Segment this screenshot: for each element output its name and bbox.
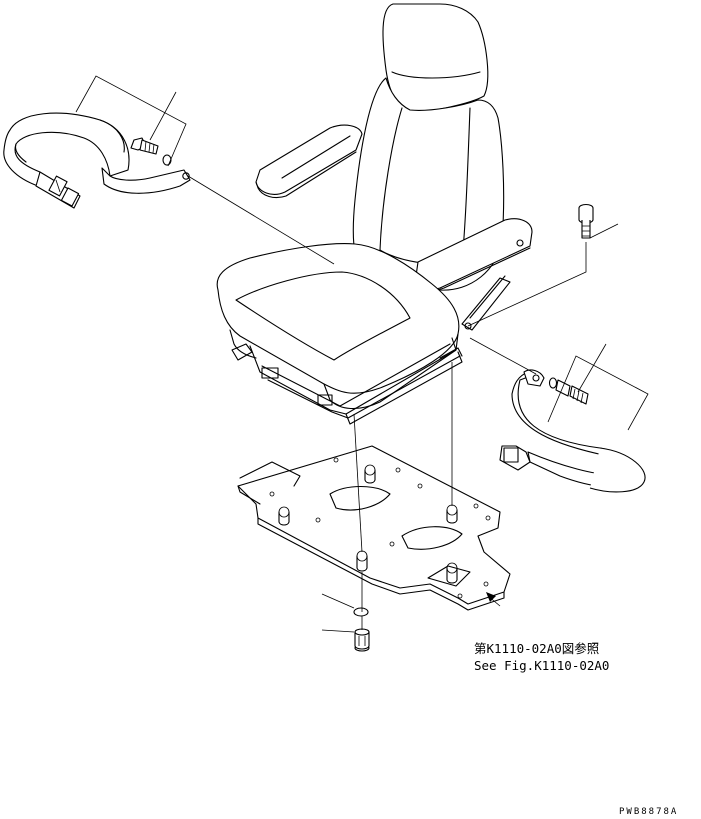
washer-bottom <box>353 607 369 617</box>
seat-belt-left <box>3 112 191 209</box>
bolt-bottom <box>354 628 370 652</box>
bolt-right <box>555 379 589 405</box>
bolt-armrest <box>578 203 594 239</box>
leader-lines <box>75 75 649 633</box>
operator-seat <box>216 3 533 425</box>
drawing-code: PWB8878A <box>619 807 678 817</box>
reference-text-en: See Fig.K1110-02A0 <box>474 658 609 673</box>
bolt-left <box>130 137 159 155</box>
mounting-plate <box>237 445 511 611</box>
reference-text-jp: 第K1110-02A0図参照 <box>474 641 599 656</box>
washer-right <box>548 377 558 389</box>
seat-belt-right <box>499 369 646 493</box>
washer-left <box>162 154 172 166</box>
